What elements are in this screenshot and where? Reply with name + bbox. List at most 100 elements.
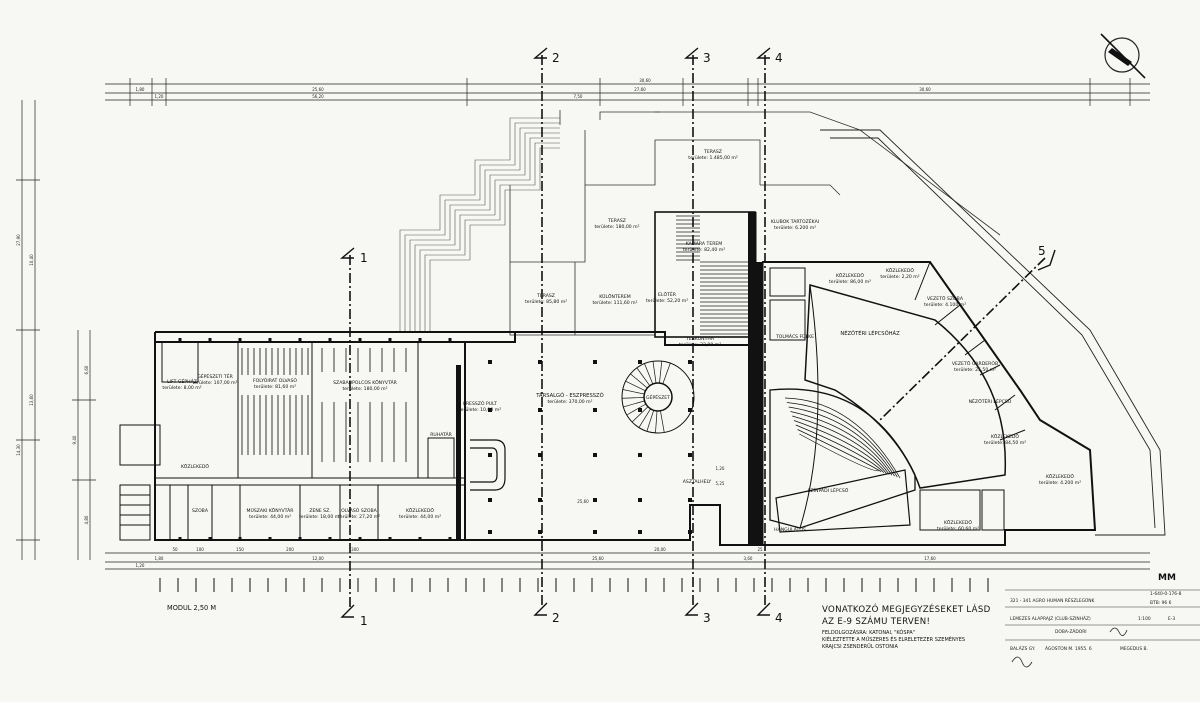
structural-columns [178, 338, 692, 540]
room-zene-szoba: ZENE SZ. [309, 508, 330, 514]
column [268, 537, 272, 540]
room-terasz-top: TERASZ [703, 149, 722, 155]
terrace-step-line [399, 117, 560, 332]
column [538, 530, 542, 534]
room-kozlekedo-right: KÖZLEKEDŐ [886, 267, 914, 274]
dim-bot-e: 1,80 [155, 556, 164, 561]
column [488, 408, 492, 412]
column [238, 338, 242, 341]
room-gepeszet: GÉPÉSZET [646, 393, 670, 401]
top-dimension-values: 25,60 56,20 30,60 27,60 30,60 7,50 1,80 … [136, 78, 932, 99]
title-scale: 1:100 [1138, 616, 1151, 622]
column [688, 498, 692, 502]
dim-mid-a: 1,20 [716, 466, 725, 471]
room-terasz-left: TERASZ [536, 293, 555, 299]
spiral-staircase [621, 360, 695, 434]
seat-row [793, 420, 887, 474]
column [488, 498, 492, 502]
room-klubok: KLUBOK TARTOZÉKAI [771, 217, 819, 225]
room-gepeszeti-ter-area: területe: 107,00 m² [192, 380, 237, 386]
outer-plaza-outline [820, 129, 1166, 536]
room-kulonterem: KÜLÖNTEREM [599, 293, 631, 300]
room-kulonterem-area: területe: 111,60 m² [592, 300, 637, 306]
room-olvaso-szoba-area: területe: 27,20 m² [338, 514, 380, 520]
column [208, 338, 212, 341]
spiral-tread [655, 410, 658, 433]
room-hangulatos: HANGULATOS [774, 527, 806, 533]
room-olvaso-szoba: OLVASÓ SZOBA [341, 507, 377, 514]
title-date: ÁGOSTON M. 1955. 6 [1045, 645, 1092, 652]
title-checker: MEGEDUS B. [1120, 646, 1148, 652]
room-vezeto-szoba-area: területe: 4.100 m² [924, 302, 966, 308]
heavy-walls [456, 212, 762, 545]
room-terasz-top-area: területe: 1.485,00 m² [688, 155, 738, 161]
note-line-1: VONATKOZÓ MEGJEGYZÉSEKET LÁSD [822, 603, 991, 615]
seat-row [786, 402, 898, 478]
section-1-top: 1 [360, 251, 368, 265]
seat-row [792, 415, 890, 475]
column [593, 408, 597, 412]
title-ref2: BTB: 96 6 [1150, 600, 1172, 606]
dim-top-b: 30,60 [639, 78, 651, 83]
title-person: BALÁZS GY. [1010, 645, 1035, 652]
spiral-tread [652, 361, 657, 384]
column [638, 408, 642, 412]
room-kozlekedo-bottom: KÖZLEKEDŐ [944, 519, 972, 526]
column [638, 360, 642, 364]
spiral-tread [623, 400, 645, 408]
spiral-tread [638, 408, 651, 428]
column [538, 360, 542, 364]
note-sub-1: FELDOLGOZÁSRA: KATONAI, "KÓSPA" [822, 629, 915, 636]
room-lift-gephaz: LIFT GÉPHÁZ [167, 377, 197, 385]
spiral-tread [659, 361, 663, 384]
room-folyoirat-olvaso-area: területe: 81,60 m² [254, 384, 296, 390]
room-kozlekedo-library: KÖZLEKEDŐ [406, 507, 434, 514]
room-kozlekedo-lower-area: területe: 84,50 m² [984, 440, 1026, 446]
dim-left-c: 13,60 [29, 394, 34, 406]
spiral-tread [644, 363, 654, 385]
drawing-notes: MODUL 2,50 M VONATKOZÓ MEGJEGYZÉSEKET LÁ… [167, 603, 991, 650]
seat-row [795, 424, 885, 473]
room-kozlekedo-lower: KÖZLEKEDŐ [991, 433, 1019, 440]
column [688, 408, 692, 412]
service-stairs-left [119, 341, 199, 541]
spiral-tread [622, 397, 645, 399]
column [488, 453, 492, 457]
room-kozlekedo-left-area: területe: 4.200 m² [1039, 480, 1081, 486]
main-staircase [676, 215, 748, 335]
room-szinpadi-lepcso: SZÍNPADI LÉPCSŐ [808, 486, 849, 494]
column [298, 338, 302, 341]
spiral-tread [646, 410, 655, 432]
dim-mod-a: 50 [172, 547, 178, 552]
room-tarsalgo-eszpresszo: TÁRSALGÓ - ESZPRESSZÓ [535, 392, 603, 399]
top-dimension-lines [105, 78, 1150, 106]
column [178, 338, 182, 341]
dim-left-b: 10,40 [29, 254, 34, 266]
section-5: 5 [1038, 244, 1046, 258]
dim-top-e: 7,50 [574, 94, 583, 99]
seat-row [797, 429, 882, 472]
dim-mod-f: 20,00 [654, 547, 666, 552]
room-klubok-area: területe: 6.200 m² [774, 225, 816, 231]
terrace-step-line [409, 127, 560, 332]
section-arrows [340, 47, 1056, 618]
stepped-terraces [399, 117, 560, 332]
room-kozlekedo-left: KÖZLEKEDŐ [1046, 473, 1074, 480]
room-presszo-pult-area: területe: 10,00 m² [459, 407, 501, 413]
seat-row [788, 406, 895, 477]
title-block: MM 321 - 341 AGRO HUMAN RÉSZLEGÜNK 1-640… [1005, 573, 1200, 668]
room-vezeto-szoba: VEZETŐ SZOBA [927, 295, 964, 302]
title-ref1: 1-640-0-176-8 [1150, 591, 1182, 597]
section-2-top: 2 [552, 51, 560, 65]
room-eloter-area: területe: 52,20 m² [646, 298, 688, 304]
spiral-tread [636, 367, 651, 386]
section-2-bottom: 2 [552, 611, 560, 625]
title-initials: MM [1158, 573, 1176, 583]
dim-mid-b: 5,25 [716, 481, 725, 486]
dim-top-f: 1,80 [136, 87, 145, 92]
section-lines [349, 55, 1046, 610]
dim-bot-a: 12,00 [312, 556, 324, 561]
room-muszaki-konyvtar-area: területe: 44,00 m² [249, 514, 291, 520]
column [388, 537, 392, 540]
